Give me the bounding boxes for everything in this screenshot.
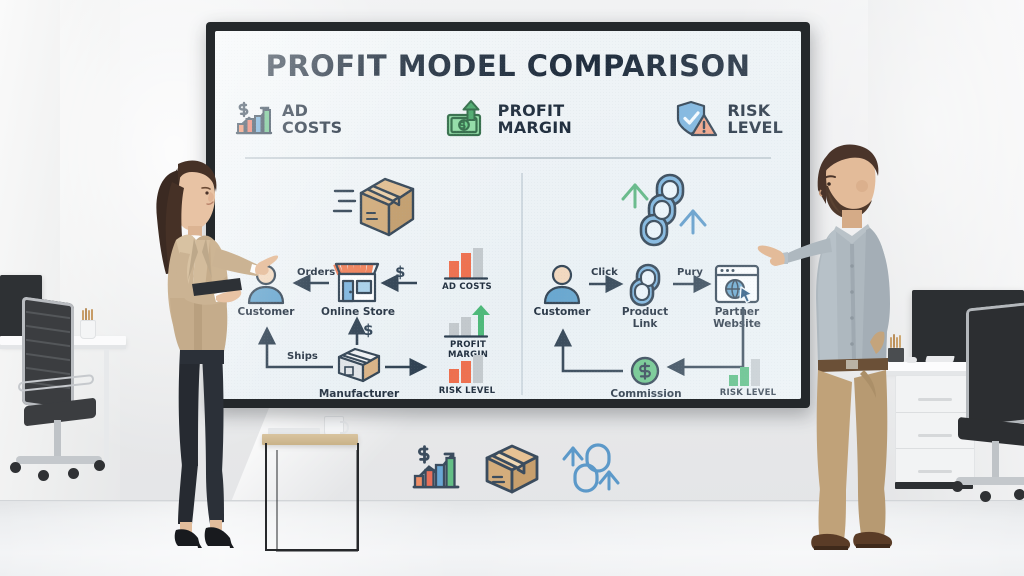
man-presenter (757, 144, 893, 550)
header-label-profit-margin: PROFIT MARGIN (497, 101, 572, 137)
desk-right-edge (880, 371, 1024, 375)
profit-margin-bar-chart-up-icon (443, 305, 493, 339)
risk-level-bar-chart-icon-right (723, 357, 769, 387)
bottom-icon-row (410, 438, 620, 500)
drawer-unit-base (895, 482, 973, 489)
woman-presenter (156, 160, 279, 548)
side-table-top (262, 434, 358, 445)
header-item-profit-margin: PROFIT MARGIN (445, 98, 572, 140)
edge-label-pury: Pury (677, 267, 703, 278)
header-divider (245, 157, 771, 159)
risk-level-bar-chart-icon-left (441, 353, 491, 385)
metric-label-ad-costs: AD COSTS (442, 282, 492, 292)
pencil-cup-left (81, 308, 93, 322)
header-icon-row: AD COSTS (233, 93, 783, 145)
whiteboard-surface[interactable]: PROFIT MODEL COMPARISON (215, 31, 801, 399)
desk-right (880, 362, 1024, 371)
bar-chart-dollar-growth-icon (233, 99, 275, 139)
bar-chart-dollar-growth-icon-bottom (410, 443, 462, 495)
side-table (262, 416, 359, 552)
mouse-right (906, 357, 917, 363)
notebook-on-table (268, 428, 320, 435)
office-chair-left (6, 296, 110, 490)
edge-label-ships: Ships (287, 351, 318, 362)
desk-left-leg (104, 349, 109, 467)
floor-wall-joint (0, 500, 1024, 501)
header-item-risk-level: RISK LEVEL (674, 98, 783, 140)
chain-link-arrows-icon-bottom (562, 443, 620, 495)
cup-left (80, 320, 96, 339)
pencil-cup-right (888, 348, 904, 362)
metric-label-risk-level-left: RISK LEVEL (438, 386, 496, 396)
pencils-right (888, 334, 904, 362)
money-bill-up-arrow-icon (445, 98, 491, 140)
page-title: PROFIT MODEL COMPARISON (265, 49, 751, 83)
shipping-box-icon-bottom (483, 443, 541, 495)
office-chair-right (952, 301, 1024, 505)
header-label-risk-level: RISK LEVEL (727, 101, 783, 137)
keyboard-right (925, 356, 955, 362)
metric-label-risk-level-right: RISK LEVEL (719, 388, 777, 398)
panel-divider (521, 173, 523, 395)
edge-label-orders: Orders (297, 267, 336, 278)
header-item-ad-costs: AD COSTS (233, 99, 342, 139)
edge-label-click: Click (591, 267, 618, 278)
ad-costs-bar-chart-icon (441, 247, 491, 281)
right-model-panel: Customer Product Link (527, 171, 799, 399)
side-table-frame (265, 443, 359, 551)
dollar-symbol-ad-spend: $ (395, 263, 406, 281)
dollar-symbol-store-inflow: $ (363, 321, 374, 339)
shield-check-warning-icon (674, 98, 720, 140)
header-label-ad-costs: AD COSTS (282, 101, 343, 137)
coffee-mug (324, 416, 349, 437)
whiteboard-frame: PROFIT MODEL COMPARISON (206, 22, 810, 408)
